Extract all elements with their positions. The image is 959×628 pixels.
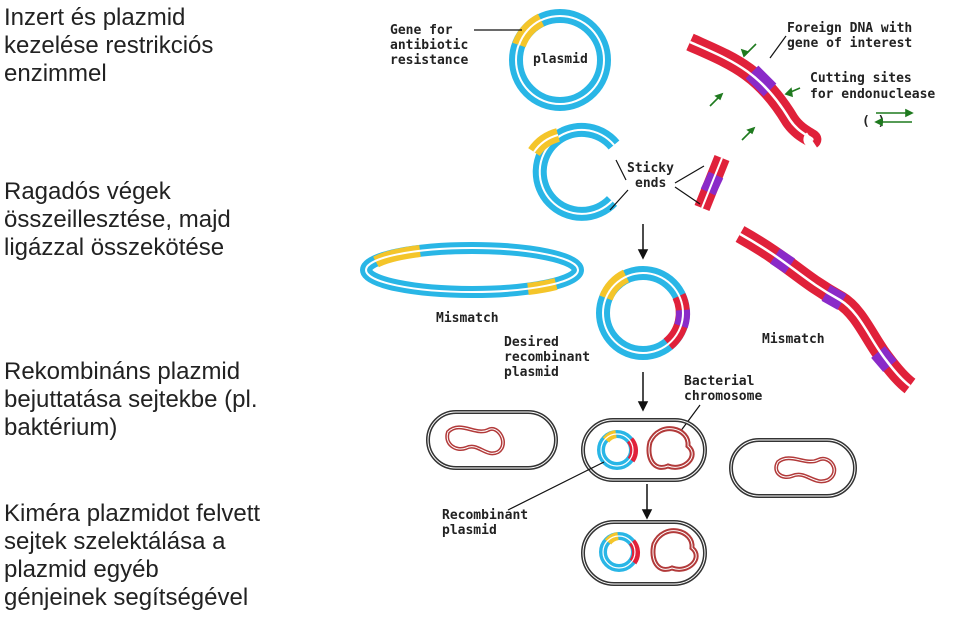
sticky-pointer bbox=[674, 186, 701, 205]
sticky-ends-label-line1: Sticky bbox=[627, 161, 674, 176]
desired-recombinant-plasmid bbox=[596, 266, 691, 360]
bacterium-center-bottom bbox=[581, 520, 707, 586]
chromosome-pointer bbox=[679, 404, 701, 433]
foreign-dna-pointer bbox=[769, 35, 787, 59]
down-arrow-icon bbox=[637, 224, 649, 260]
antibiotic-label: antibiotic bbox=[390, 38, 468, 53]
mismatch-plasmid-ellipse bbox=[360, 242, 584, 298]
down-arrow-icon bbox=[641, 484, 653, 520]
sticky-ends-label-line2: ends bbox=[635, 176, 666, 191]
recombinant-plasmid-label-line1: Recombinant bbox=[442, 508, 528, 523]
bacterium-center-top bbox=[581, 418, 707, 482]
foreign-dna-strand bbox=[686, 33, 822, 149]
endonuclease-bracket: ( ) bbox=[862, 114, 885, 129]
cutting-sites-label-line1: Cutting sites bbox=[810, 71, 912, 86]
down-arrow-icon bbox=[637, 372, 649, 412]
desired-label-line2: recombinant bbox=[504, 350, 590, 365]
intact-plasmid bbox=[509, 9, 611, 111]
cut-plasmid bbox=[528, 122, 620, 221]
step-3-text: Rekombináns plazmid bejuttatása sejtekbe… bbox=[4, 358, 258, 441]
cut-site-arrows-icon bbox=[709, 43, 801, 141]
cut-insert-fragment bbox=[694, 155, 730, 211]
endonuclease-arrows-icon bbox=[874, 108, 914, 127]
recombinant-pointer bbox=[507, 461, 605, 511]
bacterium-right bbox=[729, 438, 857, 498]
desired-label-line1: Desired bbox=[504, 335, 559, 350]
bacterial-chromosome-label-line1: Bacterial bbox=[684, 374, 754, 389]
foreign-dna-label-line2: gene of interest bbox=[787, 36, 912, 51]
mismatch-foreign-dna bbox=[735, 226, 916, 394]
cutting-sites-label-line2: for endonuclease bbox=[810, 87, 935, 102]
foreign-dna-label-line1: Foreign DNA with bbox=[787, 21, 912, 36]
gene-for-label: Gene for bbox=[390, 23, 453, 38]
mismatch-left-label: Mismatch bbox=[436, 311, 499, 326]
step-2-text: Ragadós végek összeillesztése, majd ligá… bbox=[4, 178, 231, 261]
bacterial-chromosome-label-line2: chromosome bbox=[684, 389, 762, 404]
step-1-text: Inzert és plazmid kezelése restrikciós e… bbox=[4, 4, 214, 87]
plasmid-label: plasmid bbox=[533, 52, 588, 67]
sticky-pointer bbox=[674, 165, 705, 184]
bacterium-left bbox=[426, 410, 558, 470]
sticky-pointer bbox=[615, 159, 627, 181]
mismatch-right-label: Mismatch bbox=[762, 332, 825, 347]
desired-label-line3: plasmid bbox=[504, 365, 559, 380]
resistance-label: resistance bbox=[390, 53, 468, 68]
step-4-text: Kiméra plazmidot felvett sejtek szelektá… bbox=[4, 500, 261, 611]
sticky-pointer bbox=[609, 189, 629, 211]
recombinant-plasmid-label-line2: plasmid bbox=[442, 523, 497, 538]
